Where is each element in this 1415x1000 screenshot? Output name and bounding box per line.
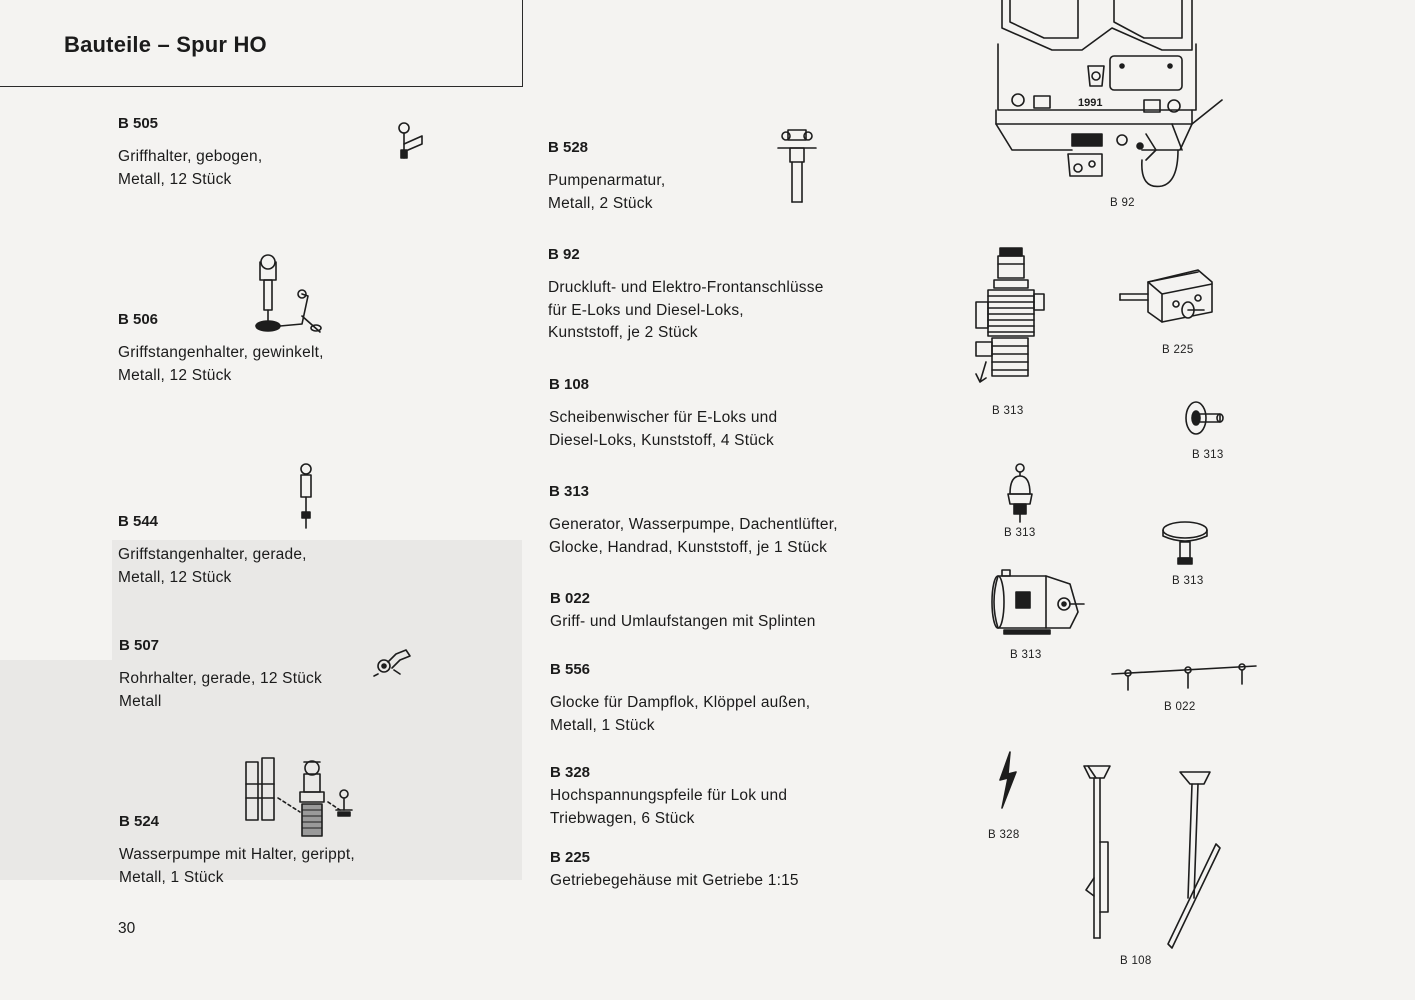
wiper-illustration-2 [1167, 771, 1221, 949]
item-description: Griffhalter, gebogen, Metall, 12 Stück [118, 146, 262, 191]
item-code: B 507 [119, 637, 160, 654]
wiper-illustration-1 [1083, 765, 1111, 939]
desc-line: Diesel-Loks, Kunststoff, 4 Stück [549, 431, 774, 449]
desc-line: Metall, 12 Stück [118, 568, 232, 586]
item-code: B 313 [549, 483, 590, 500]
loco-number: 1991 [1078, 97, 1102, 109]
item-b225: B 225 Getriebegehäuse mit Getriebe 1:15 [550, 848, 799, 893]
item-description: Griff- und Umlaufstangen mit Splinten [550, 611, 816, 634]
item-description: Glocke für Dampflok, Klöppel außen, Meta… [550, 692, 810, 737]
item-b022: B 022 Griff- und Umlaufstangen mit Splin… [550, 589, 816, 634]
bell-illustration [1007, 463, 1033, 523]
item-b507: B 507 Rohrhalter, gerade, 12 Stück Metal… [119, 636, 322, 713]
item-description: Generator, Wasserpumpe, Dachentlüfter, G… [549, 514, 838, 559]
item-description: Griffstangenhalter, gewinkelt, Metall, 1… [118, 342, 324, 387]
item-description: Wasserpumpe mit Halter, gerippt, Metall,… [119, 844, 355, 889]
caption-b313-vent: B 313 [1172, 575, 1204, 587]
desc-line: Rohrhalter, gerade, 12 Stück [119, 670, 322, 687]
desc-line: Griffstangenhalter, gerade, [118, 546, 307, 563]
desc-line: Glocke für Dampflok, Klöppel außen, [550, 694, 811, 711]
caption-b108: B 108 [1120, 955, 1152, 967]
desc-line: Metall, 1 Stück [119, 868, 224, 886]
item-b524: B 524 Wasserpumpe mit Halter, gerippt, M… [119, 812, 355, 889]
grip-rod-holder-angled-illustration [255, 254, 322, 333]
caption-b313-pump: B 313 [992, 405, 1024, 417]
grip-rod-holder-straight-illustration [300, 463, 312, 529]
locomotive-front-illustration: 1991 [995, 0, 1223, 188]
bleed-through-block [0, 660, 112, 880]
item-code: B 92 [548, 246, 580, 263]
desc-line: für E-Loks und Diesel-Loks, [548, 301, 744, 319]
desc-line: Kunststoff, je 2 Stück [548, 324, 698, 341]
item-b328: B 328 Hochspannungspfeile für Lok und Tr… [550, 763, 787, 830]
pipe-holder-illustration [373, 649, 411, 677]
item-code: B 225 [550, 849, 591, 866]
item-b544: B 544 Griffstangenhalter, gerade, Metall… [118, 512, 307, 589]
water-pump-b313-illustration [975, 247, 1045, 383]
page-number: 30 [118, 920, 136, 937]
desc-line: Metall, 1 Stück [550, 716, 655, 734]
item-code: B 524 [119, 813, 160, 830]
item-b528: B 528 Pumpenarmatur, Metall, 2 Stück [548, 138, 665, 215]
item-code: B 556 [550, 661, 591, 678]
desc-line: Hochspannungspfeile für Lok und [550, 787, 788, 804]
item-description: Scheibenwischer für E-Loks und Diesel-Lo… [549, 407, 777, 452]
desc-line: Metall, 12 Stück [118, 366, 232, 384]
desc-line: Wasserpumpe mit Halter, gerippt, [119, 846, 355, 863]
header-box: Bauteile – Spur HO [0, 0, 523, 87]
item-b505: B 505 Griffhalter, gebogen, Metall, 12 S… [118, 114, 262, 191]
grab-rods-illustration [1111, 663, 1257, 691]
item-b506: B 506 Griffstangenhalter, gewinkelt, Met… [118, 310, 324, 387]
pump-fitting-illustration [777, 129, 817, 203]
item-b556: B 556 Glocke für Dampflok, Klöppel außen… [550, 660, 810, 737]
item-description: Griffstangenhalter, gerade, Metall, 12 S… [118, 544, 307, 589]
caption-b225: B 225 [1162, 344, 1194, 356]
item-b313: B 313 Generator, Wasserpumpe, Dachentlüf… [549, 482, 838, 559]
desc-line: Glocke, Handrad, Kunststoff, je 1 Stück [549, 538, 828, 556]
roof-vent-illustration [1162, 521, 1208, 565]
item-description: Druckluft- und Elektro-Frontanschlüsse f… [548, 277, 824, 345]
caption-b328: B 328 [988, 829, 1020, 841]
desc-line: Metall, 2 Stück [548, 194, 653, 212]
item-code: B 528 [548, 139, 589, 156]
item-description: Rohrhalter, gerade, 12 Stück Metall [119, 668, 322, 713]
caption-b313-bell: B 313 [1004, 527, 1036, 539]
desc-line: Metall [119, 692, 162, 710]
high-voltage-arrow-illustration [999, 751, 1017, 809]
item-description: Pumpenarmatur, Metall, 2 Stück [548, 170, 665, 215]
item-code: B 506 [118, 311, 159, 328]
desc-line: Getriebegehäuse mit Getriebe 1:15 [550, 872, 799, 889]
grip-holder-bent-illustration [398, 122, 423, 159]
desc-line: Griffhalter, gebogen, [118, 148, 263, 165]
item-code: B 328 [550, 764, 591, 781]
item-code: B 544 [118, 513, 159, 530]
generator-illustration [991, 569, 1085, 635]
handwheel-illustration [1185, 401, 1224, 435]
desc-line: Scheibenwischer für E-Loks und [549, 409, 778, 426]
desc-line: Metall, 12 Stück [118, 170, 232, 188]
caption-b92: B 92 [1110, 197, 1135, 209]
desc-line: Griffstangenhalter, gewinkelt, [118, 344, 324, 361]
item-code: B 505 [118, 115, 159, 132]
desc-line: Generator, Wasserpumpe, Dachentlüfter, [549, 516, 838, 533]
item-code: B 108 [549, 376, 590, 393]
item-b108: B 108 Scheibenwischer für E-Loks und Die… [549, 375, 777, 452]
desc-line: Triebwagen, 6 Stück [550, 809, 695, 827]
caption-b313-gen: B 313 [1010, 649, 1042, 661]
desc-line: Druckluft- und Elektro-Frontanschlüsse [548, 279, 824, 296]
water-pump-with-holder-illustration [245, 757, 353, 837]
item-description: Hochspannungspfeile für Lok und Triebwag… [550, 785, 787, 830]
desc-line: Pumpenarmatur, [548, 172, 666, 189]
gearbox-illustration [1119, 269, 1213, 323]
page-title: Bauteile – Spur HO [64, 32, 267, 57]
item-description: Getriebegehäuse mit Getriebe 1:15 [550, 870, 799, 893]
item-b92: B 92 Druckluft- und Elektro-Frontanschlü… [548, 245, 824, 345]
desc-line: Griff- und Umlaufstangen mit Splinten [550, 613, 816, 630]
item-code: B 022 [550, 590, 591, 607]
caption-b022: B 022 [1164, 701, 1196, 713]
caption-b313-wheel: B 313 [1192, 449, 1224, 461]
